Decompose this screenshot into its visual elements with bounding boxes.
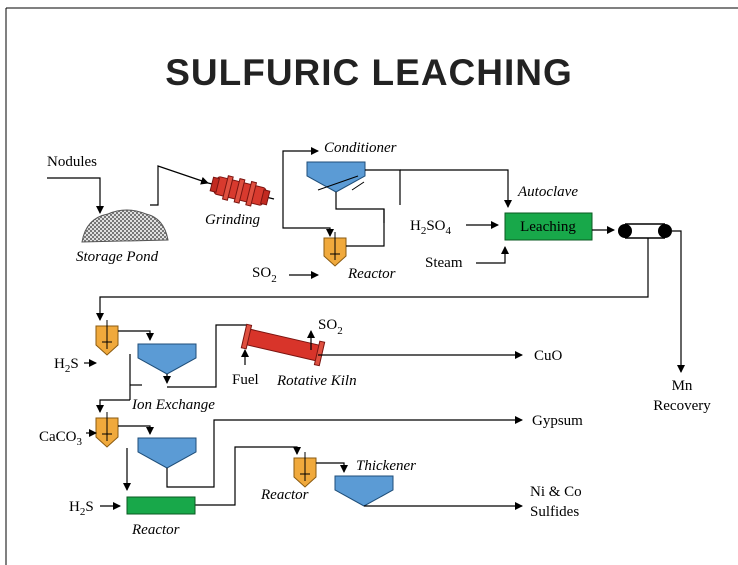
label-grinding: Grinding <box>205 212 261 228</box>
page-title: SULFURIC LEACHING <box>165 52 573 93</box>
grinding-mill-icon <box>207 175 275 207</box>
label-gypsum: Gypsum <box>532 413 583 429</box>
flow-to-autoclave <box>400 169 512 208</box>
storage-pond-icon <box>81 209 169 243</box>
settler-3-icon <box>137 437 197 469</box>
reactor-top-icon <box>323 232 347 267</box>
flow-grinding-to-reactor <box>282 202 334 237</box>
leaching-autoclave <box>504 212 593 241</box>
flow-filter-to-h2s-reactor <box>96 238 649 321</box>
reactor-caco3-icon <box>95 412 119 448</box>
label-mn-recovery: Recovery <box>653 398 711 414</box>
label-rotative-kiln: Rotative Kiln <box>276 373 357 389</box>
label-h2s-bottom: H2S <box>69 499 94 518</box>
belt-filter-icon <box>618 223 672 239</box>
label-ni-co: Ni & Co <box>530 484 582 500</box>
thickener-icon <box>334 475 394 507</box>
flow-to-caco3-reactor <box>96 399 130 413</box>
flow-conditioner-out <box>335 192 385 223</box>
label-h2so4: H2SO4 <box>410 218 452 237</box>
flow-nodules <box>47 177 104 214</box>
label-cuo: CuO <box>534 348 563 364</box>
label-reactor-mid: Reactor <box>260 487 309 503</box>
conditioner-rake <box>317 175 365 191</box>
flow-conditioner-overflow <box>365 169 401 205</box>
label-leaching: Leaching <box>520 219 576 235</box>
conditioner-settler-icon <box>306 161 366 193</box>
label-steam: Steam <box>425 255 463 271</box>
flow-reactor-top-out <box>346 209 385 247</box>
label-ion-exchange: Ion Exchange <box>131 397 215 413</box>
flow-to-mn-recovery <box>672 230 685 373</box>
settler-2-icon <box>137 343 197 375</box>
label-nodules: Nodules <box>47 154 97 170</box>
label-caco3: CaCO3 <box>39 429 83 448</box>
flow-grinding-to-conditioner <box>282 147 319 202</box>
label-fuel: Fuel <box>232 372 259 388</box>
reactor-h2s-icon <box>95 320 119 356</box>
flow-pond-to-grinding <box>150 165 209 206</box>
label-mn: Mn <box>672 378 693 394</box>
label-thickener: Thickener <box>356 458 416 474</box>
label-h2s-top: H2S <box>54 356 79 375</box>
label-autoclave: Autoclave <box>517 184 578 200</box>
flow-to-thickener <box>316 462 348 473</box>
flow-steam <box>476 246 509 264</box>
label-so2-feed: SO2 <box>252 265 277 285</box>
reactor-mid-icon <box>293 452 317 488</box>
rotative-kiln-icon <box>240 323 326 367</box>
label-conditioner: Conditioner <box>324 140 397 156</box>
flow-to-settler-2 <box>118 330 154 341</box>
label-sulfides: Sulfides <box>530 504 579 520</box>
flow-to-reactor-mid <box>195 446 301 506</box>
reactor-bottom-vessel <box>126 496 196 515</box>
flow-to-kiln <box>167 324 247 388</box>
label-reactor-bottom: Reactor <box>131 522 180 538</box>
flow-to-gypsum <box>166 416 523 488</box>
label-so2-kiln: SO2 <box>318 317 343 337</box>
flow-to-settler-3 <box>118 425 154 435</box>
label-reactor-top: Reactor <box>347 266 396 282</box>
label-storage-pond: Storage Pond <box>76 249 159 265</box>
